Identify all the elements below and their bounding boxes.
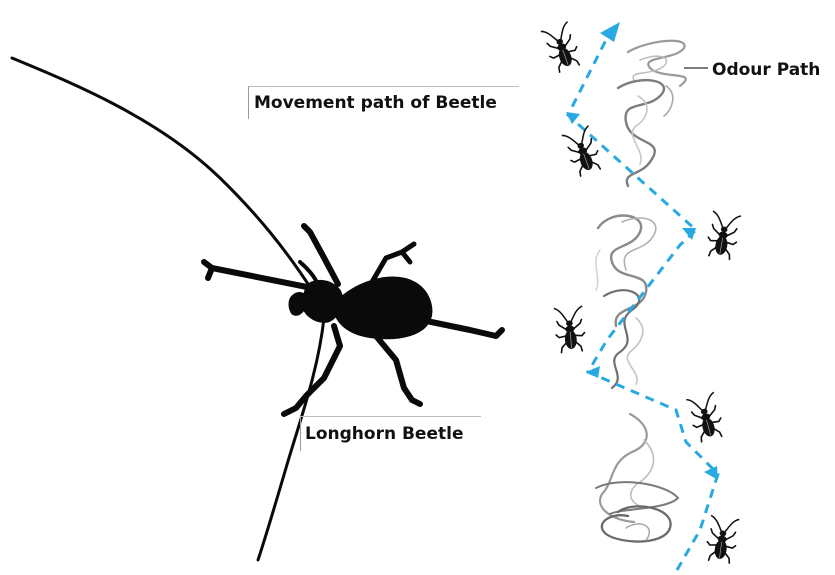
longhorn-beetle-label: Longhorn Beetle: [305, 424, 463, 444]
odour-plume-3: [596, 414, 678, 542]
mini-beetle-icon-5: [686, 392, 725, 443]
arrowhead-top-icon: [600, 22, 620, 42]
mini-beetle-icon-4: [554, 306, 586, 353]
odour-plume-2: [596, 216, 656, 388]
mini-beetle-icon-2: [562, 126, 604, 178]
mini-beetle-icon-3: [705, 211, 741, 260]
arrowhead-lower-icon: [586, 366, 600, 378]
movement-path-label: Movement path of Beetle: [254, 93, 497, 113]
mini-beetle-icon-6: [705, 515, 739, 563]
odour-path-label: Odour Path: [712, 60, 820, 80]
arrowhead-upper-icon: [566, 112, 580, 124]
longhorn-beetle-silhouette: [12, 58, 502, 560]
arrowhead-middle-icon: [682, 228, 696, 240]
mini-beetle-icon-1: [541, 22, 583, 74]
odour-plume-1: [618, 41, 686, 186]
movement-path-line: [568, 32, 718, 570]
odour-plume-group: [596, 41, 686, 542]
